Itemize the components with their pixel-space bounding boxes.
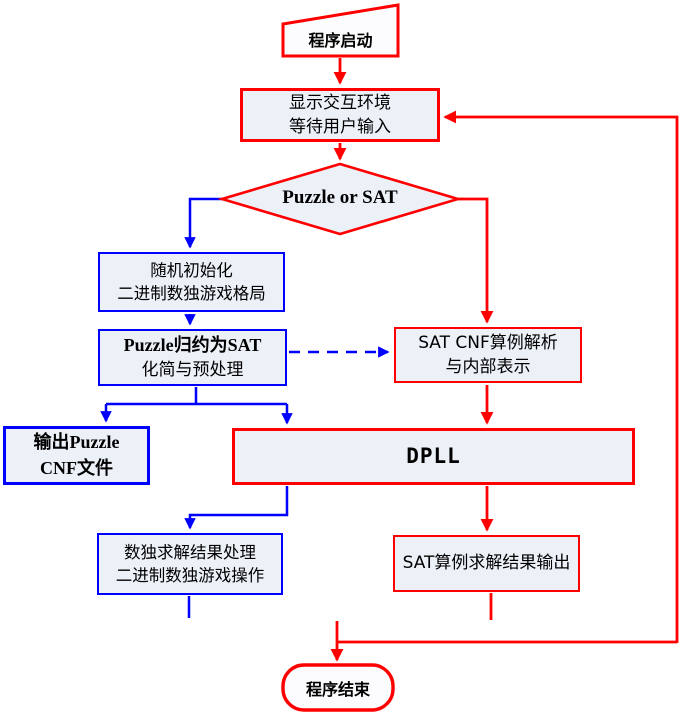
line-reduce-split	[106, 387, 287, 406]
reduce-line1: Puzzle归约为SAT	[123, 334, 262, 355]
arrow-decision-to-satcnf	[458, 197, 494, 324]
start-terminator-label: 程序启动	[308, 31, 373, 50]
arrow-dpll-to-sudokuresult	[184, 486, 289, 530]
node-sat-result-output: SAT算例求解结果输出	[393, 535, 580, 592]
arrow-feedback-to-display	[443, 110, 679, 643]
arrow-decision-to-randominit	[184, 197, 222, 249]
outcnf-line1: 输出Puzzle	[33, 431, 120, 452]
node-output-puzzle-cnf: 输出Puzzle CNF文件	[3, 426, 150, 485]
node-random-init: 随机初始化 二进制数独游戏格局	[98, 252, 285, 312]
decision-diamond-shape	[217, 162, 463, 236]
dpll-label: DPLL	[406, 443, 461, 468]
random-line1: 随机初始化	[150, 260, 233, 280]
sudoku-line2: 二进制数独游戏操作	[115, 566, 265, 585]
reduce-line2: 化简与预处理	[141, 360, 244, 381]
outcnf-line2: CNF文件	[40, 457, 113, 478]
node-puzzle-reduce: Puzzle归约为SAT 化简与预处理	[98, 329, 287, 386]
node-dpll: DPLL	[232, 428, 635, 485]
end-terminator-label: 程序结束	[305, 679, 370, 699]
satcnf-line1: SAT CNF算例解析	[418, 332, 558, 353]
random-line2: 二进制数独游戏格局	[117, 284, 266, 303]
display-line2: 等待用户输入	[289, 117, 391, 137]
satcnf-line2: 与内部表示	[445, 357, 531, 377]
start-terminator-shape	[281, 3, 400, 58]
sudoku-line1: 数独求解结果处理	[124, 542, 256, 562]
node-sat-cnf-parse: SAT CNF算例解析 与内部表示	[394, 327, 582, 383]
node-display-environment: 显示交互环境 等待用户输入	[240, 88, 440, 142]
display-line1: 显示交互环境	[289, 92, 391, 113]
decision-label: Puzzle or SAT	[282, 187, 398, 208]
end-terminator-shape	[281, 663, 395, 712]
node-sudoku-result: 数独求解结果处理 二进制数独游戏操作	[97, 533, 283, 595]
satout-label: SAT算例求解结果输出	[402, 553, 571, 574]
